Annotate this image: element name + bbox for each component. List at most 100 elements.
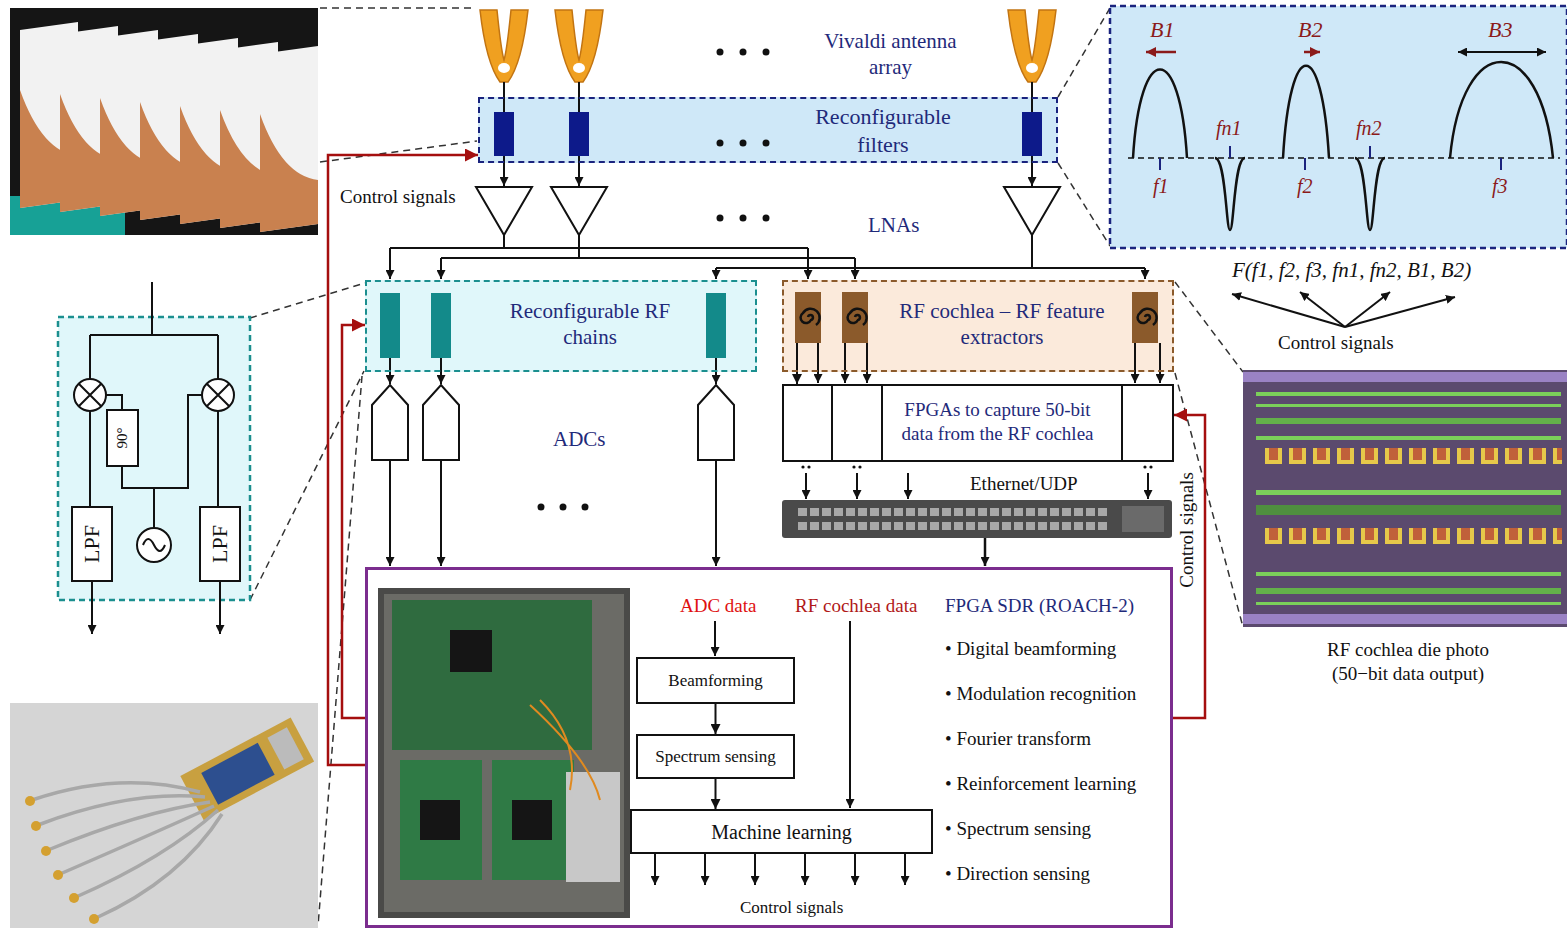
rf-chain-symbol [380, 293, 400, 358]
rf-chain-band: Reconfigurable RF chains [365, 280, 757, 372]
bandwidth-label: B2 [1298, 16, 1322, 44]
chip [512, 800, 552, 840]
flow-connector [796, 372, 798, 384]
wire [90, 282, 218, 528]
frequency-label: f1 [1153, 174, 1169, 199]
tick [1160, 146, 1501, 170]
dot [560, 504, 567, 511]
switch-ports [798, 512, 1110, 526]
inset-frame [1110, 6, 1567, 248]
node-text: 90° [113, 428, 132, 449]
arrow [849, 621, 851, 808]
node-text: LPF [78, 525, 106, 563]
bandwidth-arrow [1304, 51, 1320, 54]
photo-ground [10, 8, 318, 235]
node-text: • Fourier transform [945, 727, 1091, 751]
leader-lines [250, 8, 1243, 926]
leader-line [250, 371, 364, 600]
protocol-label: Ethernet/UDP [970, 472, 1078, 496]
wire [389, 248, 391, 279]
rf-chain-symbol [431, 293, 451, 358]
die-pad-ring [1243, 372, 1567, 382]
wire [866, 343, 868, 383]
leader-line [1175, 373, 1243, 627]
spiral [848, 309, 867, 325]
fpga-divider [832, 384, 1122, 462]
node-text: RF cochlea data [795, 594, 917, 618]
photo-caption: RF cochlea die photo (50−bit data output… [1298, 638, 1518, 686]
die-trace [1256, 404, 1561, 407]
die-ground [1243, 370, 1567, 627]
function-label: F(f1, f2, f3, fn1, fn2, B1, B2) [1232, 257, 1471, 283]
leader-line [1175, 282, 1243, 372]
die-photo [1243, 370, 1567, 627]
sma-connector [25, 796, 35, 806]
dot [538, 504, 545, 511]
photo-ground [10, 703, 318, 928]
node-text: Control signals [740, 897, 843, 918]
amplifier-symbol [551, 187, 607, 235]
dot [582, 504, 589, 511]
bandwidth-arrow [1146, 51, 1176, 54]
node-text: Spectrum sensing [655, 746, 775, 767]
die-trace [1256, 572, 1561, 576]
bandwidth-arrow [1458, 51, 1546, 53]
arrow [704, 854, 706, 885]
node-text: • Direction sensing [945, 862, 1090, 886]
wire [441, 235, 855, 258]
cochlea-symbol [795, 292, 821, 343]
sma-connector [31, 821, 41, 831]
node-text: • Digital beamforming [945, 637, 1116, 661]
signal-wires [390, 82, 1160, 566]
array-label: Vivaldi antenna array [808, 28, 973, 81]
wire [817, 343, 819, 383]
arrow [804, 854, 806, 885]
band-fill [478, 97, 1058, 163]
dot [1149, 465, 1152, 468]
sma-connector [53, 870, 63, 880]
bandwidth-label: B3 [1488, 16, 1512, 44]
arrow [654, 854, 656, 885]
control-connector [342, 325, 365, 718]
dot [1143, 465, 1146, 468]
die-trace [1256, 418, 1561, 424]
arrow [754, 854, 756, 885]
bandwidth-label: B1 [1150, 16, 1174, 44]
dot [740, 140, 747, 147]
mixer-inset [58, 282, 250, 634]
wire [984, 538, 987, 566]
flow-connector [715, 779, 717, 809]
sine-wave [143, 539, 165, 551]
chip [420, 800, 460, 840]
leader-line [250, 283, 365, 318]
adc-board [400, 760, 482, 880]
oscillator-symbol [137, 528, 171, 562]
sma-connector [89, 914, 99, 924]
wire [844, 343, 846, 383]
board-chip [201, 743, 274, 805]
rf-chain-squares [380, 293, 726, 358]
lowpass-filter-box: LPF [199, 506, 241, 582]
arrow [1345, 297, 1455, 327]
wire [440, 258, 442, 279]
port-dots [801, 465, 1152, 468]
die-pad-ring [1243, 614, 1567, 624]
node-text: ADC data [680, 594, 757, 618]
switch-body [782, 500, 1172, 538]
dot [717, 215, 724, 222]
notch-label: fn1 [1216, 116, 1242, 141]
dot [852, 465, 855, 468]
block-label: ADCs [553, 426, 606, 452]
wire [219, 582, 221, 634]
leader-line [320, 141, 477, 162]
fpga-capture-box: FPGAs to capture 50-bit data from the RF… [782, 384, 1174, 462]
board-connector [267, 727, 303, 769]
signal-label: Control signals [1278, 331, 1394, 355]
control-connector [328, 155, 478, 765]
phase-shifter-box: 90° [106, 409, 139, 467]
antenna-slot [1026, 63, 1038, 73]
die-trace [1256, 490, 1561, 495]
block-label: LNAs [868, 212, 919, 238]
